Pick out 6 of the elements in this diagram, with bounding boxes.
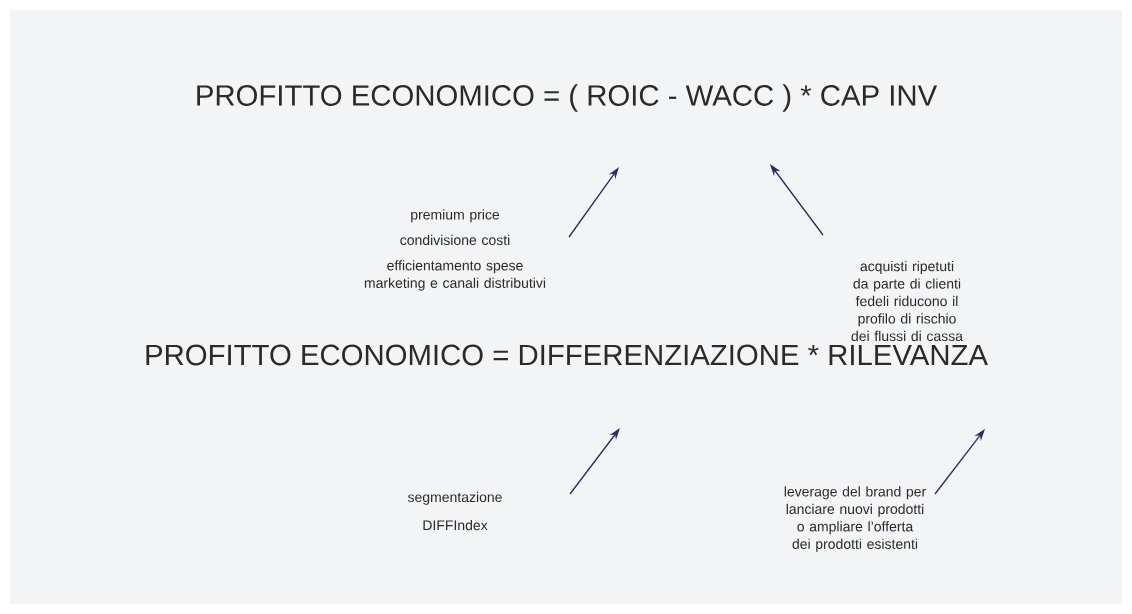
annotation-text: leverage del brand per lanciare nuovi prodotti o ampliare l’offerta dei prodotti esistenti (784, 486, 926, 552)
formula-text: PROFITTO ECONOMICO = DIFFERENZIAZIONE * RILEVANZA (146, 344, 988, 366)
annotation-text: premium price condivisione costi efficientamento spese marketing e canali distributivi (364, 209, 546, 291)
formula-text: PROFITTO ECONOMICO = ( ROIC - WACC ) * CAP INV (197, 84, 938, 112)
annotation-text: segmentazione DIFFIndex (407, 491, 502, 531)
annotation-text: acquisti ripetuti da parte di clienti fedeli riducono il profilo di rischio dei flussi di cassa (851, 260, 963, 342)
